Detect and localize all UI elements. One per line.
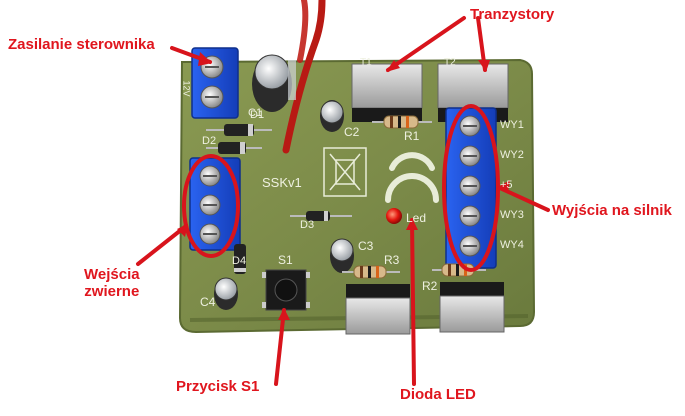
arrow-heads [177,52,510,320]
weee-bin-symbol [323,147,367,197]
diode-d4 [234,244,246,274]
board-label-wy2: WY2 [500,149,524,161]
board-label-r1: R1 [404,129,420,143]
capacitor-c1 [252,54,296,112]
input-terminal-block [189,157,241,251]
board-label-d2: D2 [202,135,217,147]
board-label-t2: T2 [444,57,456,68]
board-label-d1: D1 [250,109,265,121]
board-label-c4: C4 [200,295,216,309]
callout-wyjscia: Wyjścia na silnik [552,202,672,219]
callout-wejscia: Wejścia zwierne [84,266,140,301]
diode-d2 [206,142,262,154]
callout-wejscia-line2: zwierne [84,283,140,301]
board-label-ssk: SSKv1 [262,175,302,190]
board-label-d3: D3 [300,219,315,231]
output-terminal-block [445,107,497,269]
board-label-t1: T1 [360,57,372,68]
board-label-c2: C2 [344,125,360,139]
input-highlight-ellipse [182,154,240,258]
callout-zasilanie: Zasilanie sterownika [8,36,155,53]
transistor-bottom-left [345,284,411,335]
board-label-c3: C3 [358,239,374,253]
board-label-r2: R2 [422,279,438,293]
callout-wejscia-line1: Wejścia [84,266,140,283]
capacitor-c4 [214,277,238,310]
transistor-t1 [351,63,423,122]
capacitor-c3 [330,238,354,273]
capacitor-c2 [320,100,344,132]
red-wire-2 [297,0,309,63]
led-diode [386,208,402,224]
board-label-plus5: +5 [500,179,513,191]
board-label-wy3: WY3 [500,209,524,221]
board-label-c1: C1 [248,107,263,119]
board-label-led: Led [406,211,427,225]
board-label-d4: D4 [232,255,247,267]
resistor-r3 [342,265,400,279]
red-wire [282,0,326,154]
callout-przycisk: Przycisk S1 [176,378,260,395]
board-label-s1: S1 [278,253,293,267]
power-terminal-block [191,47,239,119]
callout-tranzystory: Tranzystory [470,6,555,23]
diode-d3 [290,211,352,221]
diode-d1 [206,124,272,136]
pushbutton-s1 [262,269,310,311]
board-label-r3: R3 [384,253,400,267]
board-label-wy1: WY1 [500,119,524,131]
transistor-bottom-right [439,282,505,333]
led-arc-symbol [385,152,439,203]
board-label-wy4: WY4 [500,239,524,251]
resistor-r1 [372,115,432,129]
callout-dioda: Dioda LED [400,386,476,403]
board-label-12v: 12V [181,80,192,97]
